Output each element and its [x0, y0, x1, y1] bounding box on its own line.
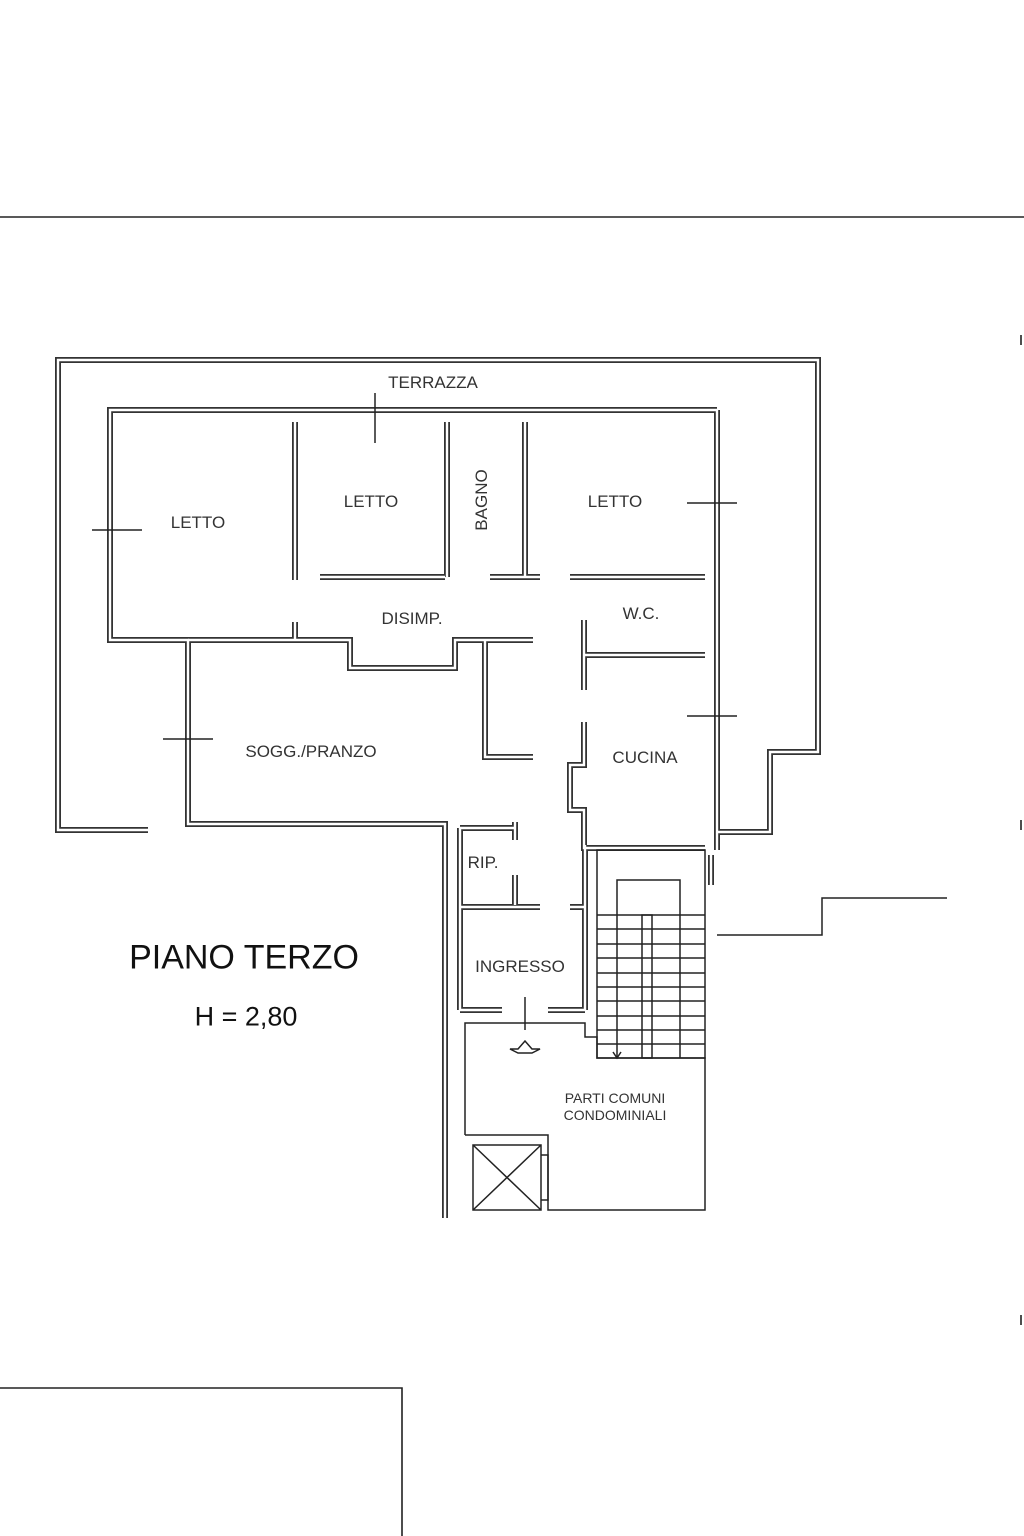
entrance-arrow-icon	[509, 1039, 541, 1054]
room-label-letto: LETTO	[170, 513, 226, 532]
elevator-shaft	[472, 1144, 549, 1211]
staircase	[596, 849, 706, 1060]
room-label-soggiorno: SOGG./PRANZO	[245, 742, 377, 761]
terrace-outline	[55, 357, 821, 835]
room-label-letto: LETTO	[343, 492, 399, 511]
room-label-parti-comuni: PARTI COMUNI CONDOMINIALI	[564, 1090, 667, 1124]
room-label-bagno: BAGNO	[472, 469, 491, 531]
room-label-wc: W.C.	[622, 604, 660, 623]
room-label-terrazza: TERRAZZA	[388, 373, 478, 392]
exterior-outline	[717, 897, 947, 936]
room-label-cucina: CUCINA	[612, 748, 678, 767]
room-label-disimp: DISIMP.	[381, 609, 443, 628]
room-label-rip: RIP.	[467, 853, 499, 872]
parti-comuni-line1: PARTI COMUNI	[564, 1090, 666, 1106]
parti-comuni-line2: CONDOMINIALI	[563, 1107, 667, 1123]
bottom-left-box	[0, 1387, 403, 1536]
floor-title: PIANO TERZO	[129, 938, 359, 977]
room-label-ingresso: INGRESSO	[475, 957, 565, 976]
room-label-letto: LETTO	[587, 492, 643, 511]
ceiling-height-label: H = 2,80	[194, 1001, 298, 1032]
